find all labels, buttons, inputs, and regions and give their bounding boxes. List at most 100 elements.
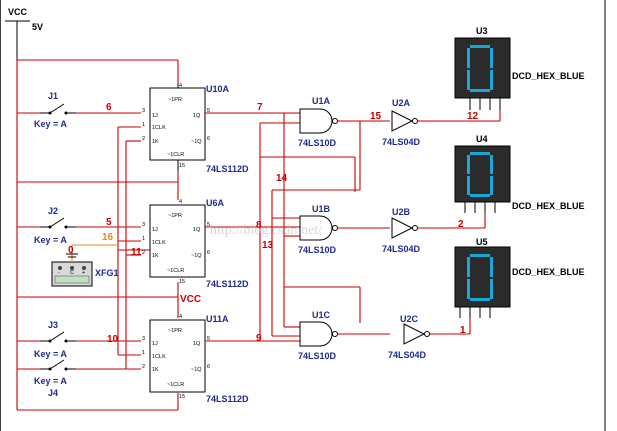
ff-pin-j: 1J xyxy=(152,113,158,119)
net-5: 5 xyxy=(106,217,112,228)
pin-num: 4 xyxy=(179,83,182,89)
function-generator-xfg1[interactable]: - C + XFG1 xyxy=(51,244,119,287)
u3-part: DCD_HEX_BLUE xyxy=(512,71,585,81)
pin-num: 3 xyxy=(142,222,145,228)
xfg1-plus: + xyxy=(82,270,85,276)
ff-pin-qn: ~1Q xyxy=(191,367,202,373)
vcc-source[interactable]: VCC 5V xyxy=(5,7,43,60)
flipflop-u11a[interactable]: ~1PR 1J 1CLK 1K ~1CLR 1Q ~1Q U11A 74LS11… xyxy=(149,314,249,404)
ff-pin-j: 1J xyxy=(152,341,158,347)
inverter-u2c[interactable]: U2C 74LS04D xyxy=(388,314,430,360)
ff-pin-clk: 1CLK xyxy=(152,125,166,131)
ff-pin-q: 1Q xyxy=(193,227,201,233)
u11a-part: 74LS112D xyxy=(206,394,249,404)
ff-pin-clk: 1CLK xyxy=(152,354,166,360)
net-13: 13 xyxy=(262,240,274,251)
vcc-label: VCC xyxy=(8,7,28,17)
ff-pin-pr: ~1PR xyxy=(168,328,182,334)
u1b-part: 74LS10D xyxy=(298,245,337,255)
u4-ref: U4 xyxy=(476,134,488,144)
net-2: 2 xyxy=(458,219,464,230)
ff-pin-pr: ~1PR xyxy=(168,213,182,219)
ff-pin-clk: 1CLK xyxy=(152,240,166,246)
u1a-ref: U1A xyxy=(312,96,331,106)
switch-j1[interactable]: J1 Key = A xyxy=(34,91,76,129)
pin-num: 6 xyxy=(207,136,210,142)
u2b-part: 74LS04D xyxy=(382,244,421,254)
switch-j2[interactable]: J2 Key = A xyxy=(34,206,76,245)
net-16: 16 xyxy=(102,232,114,243)
ff-pin-clr: ~1CLR xyxy=(167,152,184,158)
inverter-u2a[interactable]: U2A 74LS04D xyxy=(382,98,421,147)
u2c-part: 74LS04D xyxy=(388,350,427,360)
net-1: 1 xyxy=(460,325,466,336)
pin-num: 4 xyxy=(179,314,182,320)
inverter-u2b[interactable]: U2B 74LS04D xyxy=(382,207,421,254)
nand-gate-u1b[interactable]: U1B 74LS10D xyxy=(298,204,338,255)
xfg1-ref: XFG1 xyxy=(95,268,119,278)
ff-pin-k: 1K xyxy=(152,253,159,259)
ff-pin-qn: ~1Q xyxy=(191,253,202,259)
pin-num: 3 xyxy=(142,336,145,342)
ff-pin-pr: ~1PR xyxy=(168,97,182,103)
ff-pin-q: 1Q xyxy=(193,341,201,347)
net-12: 12 xyxy=(467,111,479,122)
xfg1-minus: - xyxy=(58,270,60,276)
net-8: 8 xyxy=(256,220,262,231)
pin-num: 5 xyxy=(207,336,210,342)
u4-part: DCD_HEX_BLUE xyxy=(512,201,585,211)
pin-num: 15 xyxy=(179,279,185,285)
pin-num: 2 xyxy=(142,136,145,142)
u1b-ref: U1B xyxy=(312,204,331,214)
flipflop-u6a[interactable]: ~1PR 1J 1CLK 1K ~1CLR 1Q ~1Q U6A 74LS112… xyxy=(149,198,249,289)
switch-output-wires xyxy=(76,112,141,370)
net-7: 7 xyxy=(257,102,263,113)
net-15: 15 xyxy=(370,111,382,122)
u11a-ref: U11A xyxy=(206,314,229,324)
nand-gate-u1a[interactable]: U1A 74LS10D xyxy=(298,96,338,148)
xfg1-common: C xyxy=(70,270,74,276)
watermark: http://blog.csdn.net/ xyxy=(210,223,322,238)
ff-pin-clr: ~1CLR xyxy=(167,268,184,274)
ff-pin-k: 1K xyxy=(152,139,159,145)
net-6: 6 xyxy=(106,102,112,113)
switch-j4[interactable]: Key = A J4 xyxy=(34,359,76,398)
u5-part: DCD_HEX_BLUE xyxy=(512,267,585,277)
switch-j2-ref: J2 xyxy=(48,206,58,216)
vcc-voltage: 5V xyxy=(32,22,43,32)
pin-num: 1 xyxy=(142,350,145,356)
display-u5[interactable]: U5 DCD_HEX_BLUE xyxy=(454,237,585,318)
pin-num: 6 xyxy=(207,250,210,256)
switch-j2-key: Key = A xyxy=(34,235,67,245)
u3-ref: U3 xyxy=(476,26,488,36)
logic-wires xyxy=(205,110,501,342)
vcc-mid-label: VCC xyxy=(180,294,201,305)
pin-num: 3 xyxy=(142,108,145,114)
u10a-ref: U10A xyxy=(206,84,230,94)
ff-pin-qn: ~1Q xyxy=(191,139,202,145)
net-10: 10 xyxy=(107,334,119,345)
net-11: 11 xyxy=(131,247,142,258)
display-u4[interactable]: U4 DCD_HEX_BLUE xyxy=(454,134,585,213)
pin-num: 2 xyxy=(142,250,145,256)
u2a-ref: U2A xyxy=(392,98,411,108)
switch-j3-ref: J3 xyxy=(48,320,58,330)
net-14: 14 xyxy=(276,173,288,184)
ff-pin-numbers: 4 3 1 2 15 5 6 4 3 1 2 15 5 6 4 3 1 2 15… xyxy=(142,83,210,400)
u5-ref: U5 xyxy=(476,237,488,247)
u6a-part: 74LS112D xyxy=(206,279,249,289)
nand-gate-u1c[interactable]: U1C 74LS10D xyxy=(298,310,338,361)
pin-num: 15 xyxy=(179,394,185,400)
u6a-ref: U6A xyxy=(206,198,225,208)
switch-j3[interactable]: J3 Key = A xyxy=(34,320,76,359)
net-9: 9 xyxy=(256,333,262,344)
u2c-ref: U2C xyxy=(400,314,419,324)
display-u3[interactable]: U3 DCD_HEX_BLUE xyxy=(454,26,585,110)
ff-pin-q: 1Q xyxy=(193,113,201,119)
switch-j4-ref: J4 xyxy=(48,388,58,398)
pin-num: 1 xyxy=(142,122,145,128)
switch-j3-key: Key = A xyxy=(34,349,67,359)
u1c-ref: U1C xyxy=(312,310,331,320)
flipflop-u10a[interactable]: ~1PR 1J 1CLK 1K ~1CLR 1Q ~1Q U10A 74LS11… xyxy=(149,83,249,174)
